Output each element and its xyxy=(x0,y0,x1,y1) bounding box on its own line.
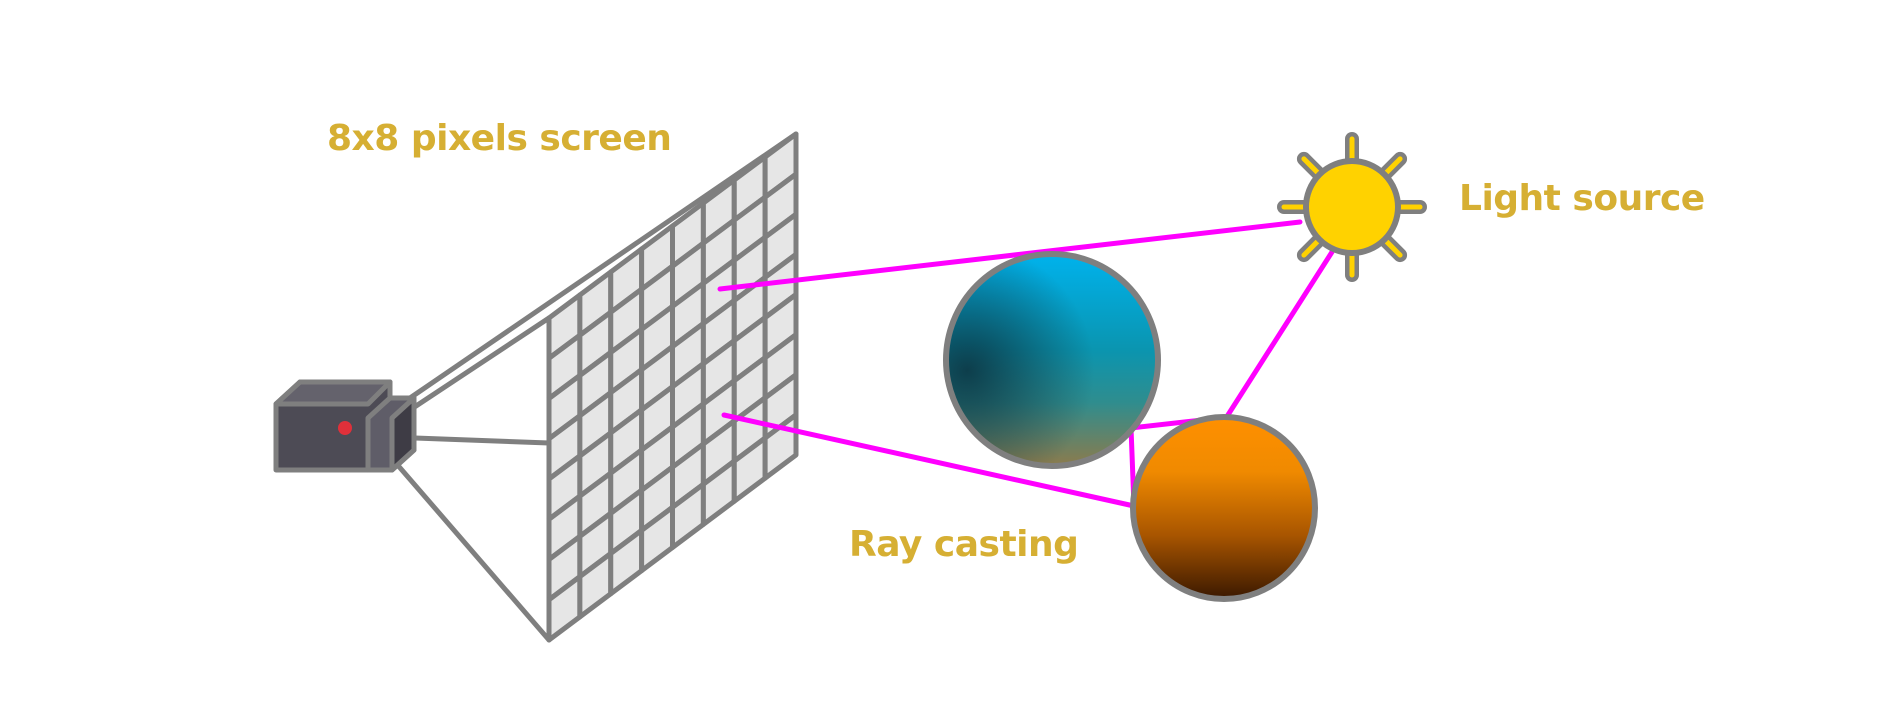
blue-sphere xyxy=(943,251,1161,469)
frustum-top-line xyxy=(407,131,799,401)
screen-label: 8x8 pixels screen xyxy=(327,118,671,159)
frustum-bottom-line xyxy=(392,459,552,643)
ray-to-light xyxy=(717,219,1303,292)
camera-icon xyxy=(273,379,417,473)
frustum-upper-line xyxy=(407,315,552,413)
ray-casting-label: Ray casting xyxy=(849,524,1078,565)
sun-ray xyxy=(1301,238,1321,258)
orange-sphere xyxy=(1130,414,1318,602)
frustum-middle-line xyxy=(412,435,552,446)
light-source-label: Light source xyxy=(1459,178,1705,219)
ray-to-orange-sphere xyxy=(721,412,1137,509)
camera-body-top xyxy=(273,379,393,407)
sun-icon xyxy=(1277,132,1427,282)
sun-ray xyxy=(1383,156,1403,176)
sun-ray xyxy=(1383,238,1403,258)
camera-lens-front xyxy=(389,395,417,473)
shadow-ray-to-light xyxy=(1223,249,1335,421)
sun-ray xyxy=(1301,156,1321,176)
camera-record-dot xyxy=(338,421,352,435)
pixel-screen-grid xyxy=(546,131,799,643)
view-frustum xyxy=(392,131,799,643)
